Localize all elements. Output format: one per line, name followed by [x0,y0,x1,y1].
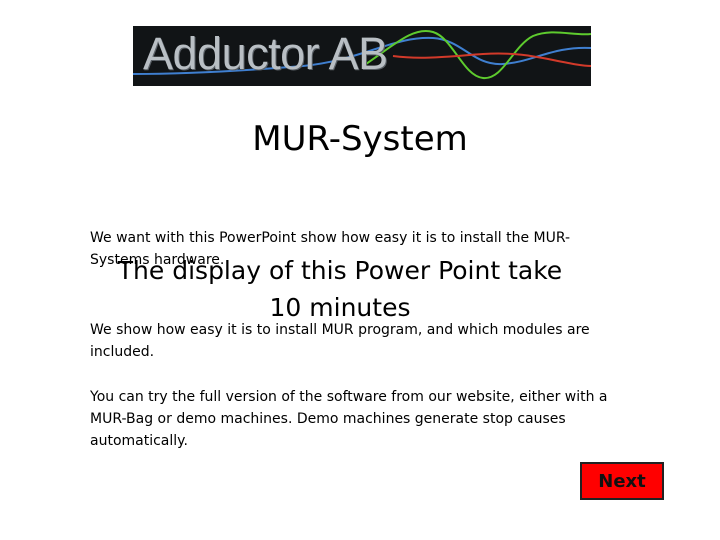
waveform-graphic [133,29,591,80]
intro-paragraph: We want with this PowerPoint show how ea… [90,230,571,268]
trial-paragraph: You can try the full version of the soft… [90,389,608,449]
company-logo-banner: Adductor AB [133,26,591,86]
company-logo-text: Adductor AB [143,28,388,79]
next-button[interactable]: Next [580,462,664,500]
page-title: MUR-System [252,119,468,159]
program-paragraph: We show how easy it is to install MUR pr… [90,322,590,360]
duration-heading: The display of this Power Point take 10 … [117,256,563,322]
